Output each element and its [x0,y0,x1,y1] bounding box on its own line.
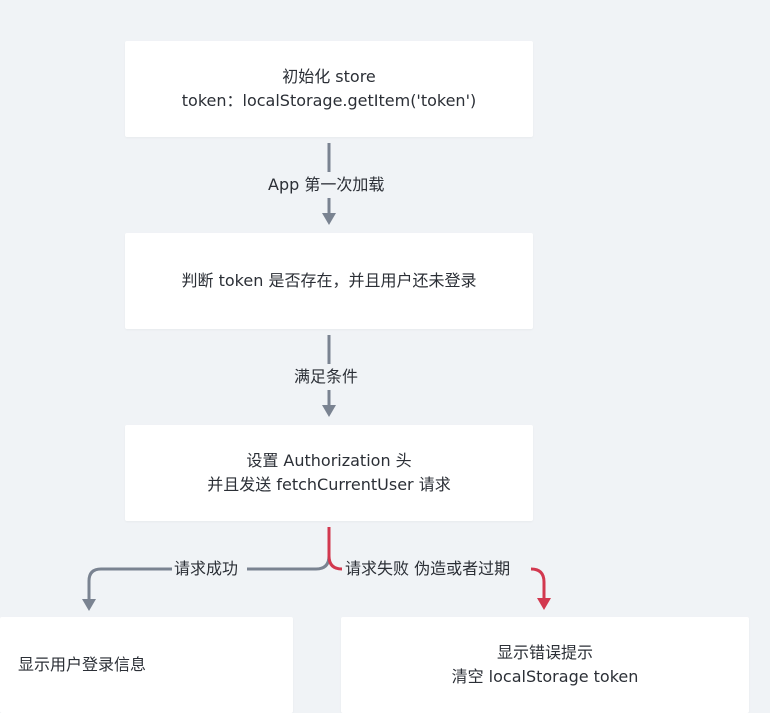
node-check-token: 判断 token 是否存在，并且用户还未登录 [125,233,533,329]
node-init-store: 初始化 store token：localStorage.getItem('to… [125,41,533,137]
node-show-error: 显示错误提示 清空 localStorage token [341,617,749,713]
edge-label-request-failed: 请求失败 伪造或者过期 [343,558,513,580]
edge-label-first-load: App 第一次加载 [266,174,387,196]
node-init-store-line2: token：localStorage.getItem('token') [181,91,477,110]
node-set-auth-line2: 并且发送 fetchCurrentUser 请求 [207,475,451,494]
node-set-auth-line1: 设置 Authorization 头 [246,451,412,470]
node-check-token-line1: 判断 token 是否存在，并且用户还未登录 [181,271,477,290]
edge-request-failed [327,555,551,610]
edge-label-condition-met: 满足条件 [292,366,361,388]
node-show-error-line2: 清空 localStorage token [451,667,639,686]
edge-label-request-success: 请求成功 [172,558,241,580]
node-init-store-line1: 初始化 store [282,67,376,86]
arrowhead-icon [322,213,336,225]
node-set-auth: 设置 Authorization 头 并且发送 fetchCurrentUser… [125,425,533,521]
node-show-error-line1: 显示错误提示 [496,643,593,662]
node-show-user-line1: 显示用户登录信息 [18,655,147,674]
edge-first-load [322,143,336,225]
arrowhead-icon [82,599,96,611]
arrowhead-icon [322,405,336,417]
edge-condition-met [322,335,336,417]
node-show-user: 显示用户登录信息 [0,617,293,713]
arrowhead-icon [537,598,551,610]
